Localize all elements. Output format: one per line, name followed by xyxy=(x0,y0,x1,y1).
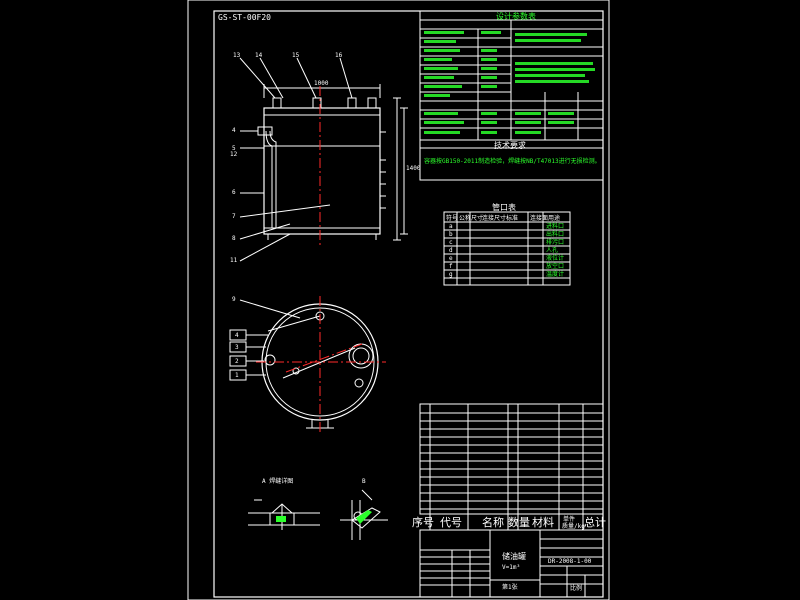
nozzle-col-mark: 符号 xyxy=(446,215,459,222)
bom-col-name: 名称 xyxy=(482,516,504,529)
left-mark-4: 4 xyxy=(232,127,236,134)
nozzle-use-a: 进料口 xyxy=(546,223,565,230)
plan-mark-2: 2 xyxy=(235,358,239,365)
vessel-sub: V=1m³ xyxy=(502,564,521,571)
vessel-name: 储油罐 xyxy=(502,552,526,561)
top-mark-13: 13 xyxy=(233,52,241,59)
nozzle-use-c: 排污口 xyxy=(546,239,565,246)
top-mark-16: 16 xyxy=(335,52,343,59)
design-table xyxy=(419,10,604,181)
left-mark-8: 8 xyxy=(232,235,236,242)
bom-col-material: 材料 xyxy=(532,516,554,529)
nozzle-table-title: 管口表 xyxy=(492,203,516,212)
title-block xyxy=(419,529,604,598)
tech-req-text: 容器按GB150-2011制造检验，焊缝按NB/T47013进行无损检测。 xyxy=(424,158,601,165)
nozzle-mark-a: a xyxy=(449,223,453,230)
left-mark-5: 5 xyxy=(232,145,236,152)
top-mark-15: 15 xyxy=(292,52,300,59)
nozzle-col-std: 连接尺寸标准 xyxy=(482,215,519,222)
plan-mark-9: 9 xyxy=(232,296,236,303)
sheet-border xyxy=(187,0,610,600)
bom-col-code: 代号 xyxy=(440,516,462,529)
bom-col-unit: 单件 xyxy=(563,516,576,523)
scale-label: 比例 xyxy=(570,585,583,592)
drawing-code-label: GS-ST-00F20 xyxy=(218,13,271,22)
plan-mark-4: 4 xyxy=(235,332,239,339)
nozzle-col-size: 公称尺寸 xyxy=(459,215,484,222)
plan-mark-1: 1 xyxy=(235,372,239,379)
detail-b-label: B xyxy=(362,478,366,485)
drawing-frame xyxy=(213,10,604,598)
nozzle-mark-e: e xyxy=(449,255,453,262)
nozzle-mark-f: f xyxy=(449,263,453,270)
bom-col-total: 总计 xyxy=(584,516,606,529)
weld-fill-a xyxy=(276,516,286,522)
nozzle-mark-d: d xyxy=(449,247,453,254)
tank-elevation xyxy=(239,57,408,262)
nozzle-mark-c: c xyxy=(449,239,453,246)
tank-plan xyxy=(229,299,379,429)
weld-detail-a xyxy=(248,499,320,530)
dim-width-label: 1000 xyxy=(314,80,329,87)
dim-height-label: 1400 xyxy=(406,165,421,172)
left-mark-6: 6 xyxy=(232,189,236,196)
nozzle-table xyxy=(443,211,571,286)
nozzle-mark-b: b xyxy=(449,231,453,238)
nozzle-use-f: 放空口 xyxy=(546,263,565,270)
nozzle-use-b: 出料口 xyxy=(546,231,565,238)
design-table-title: 设计参数表 xyxy=(496,12,536,21)
left-mark-12: 12 xyxy=(230,151,238,158)
left-mark-7: 7 xyxy=(232,213,236,220)
bom-col-qty: 数量 xyxy=(508,516,530,529)
bom-col-no: 序号 xyxy=(412,516,434,529)
drawing-number: DR-2008-1-00 xyxy=(548,558,592,565)
weld-fill-b xyxy=(356,510,372,524)
left-mark-11: 11 xyxy=(230,257,238,264)
bom-mass-label: 质量/kg xyxy=(562,523,585,530)
sheet-label: 第1张 xyxy=(502,584,518,591)
nozzle-mark-g: g xyxy=(449,271,453,278)
bom-table xyxy=(419,403,604,531)
nozzle-use-d: 人孔 xyxy=(546,247,559,254)
detail-a-label: A 焊缝详图 xyxy=(262,478,294,485)
nozzle-col-face: 连接面 xyxy=(530,215,549,222)
plan-diag-centerline xyxy=(285,343,363,373)
nozzle-use-g: 温度计 xyxy=(546,271,565,278)
nozzle-col-use: 用途 xyxy=(548,215,561,222)
tech-req-title: 技术要求 xyxy=(494,141,526,150)
plan-mark-3: 3 xyxy=(235,344,239,351)
top-mark-14: 14 xyxy=(255,52,263,59)
nozzle-use-e: 液位计 xyxy=(546,255,565,262)
